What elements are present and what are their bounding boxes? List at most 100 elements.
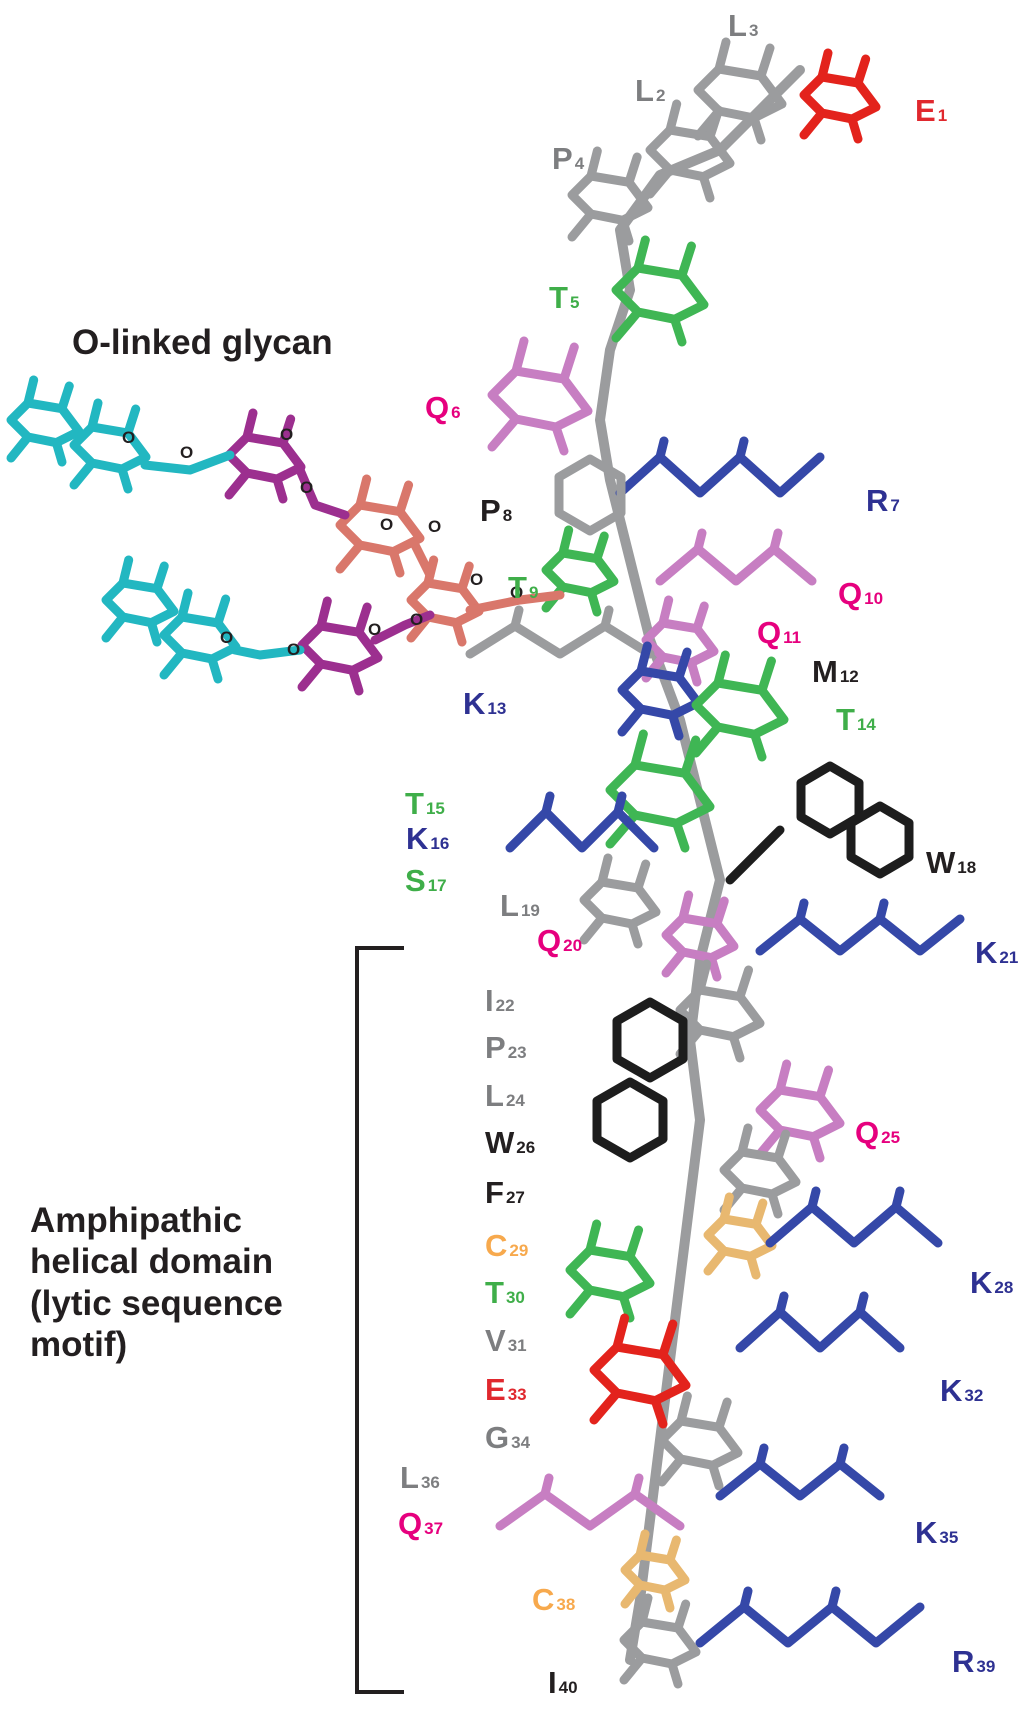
residue-e1-sticks-spike [799, 108, 827, 140]
glycan-sugar-salmon-1-spike [355, 474, 372, 510]
residue-g34-sticks-spike [676, 1391, 692, 1426]
residue-p4-sticks-spike [624, 152, 642, 187]
residue-letter: T [508, 570, 527, 605]
glycan-sugar-cyan-2a-spike [146, 618, 162, 647]
residue-number: 4 [574, 154, 585, 173]
residue-g34-sticks [657, 1416, 743, 1470]
residue-q37-sticks-branch [540, 1473, 554, 1499]
residue-number: 3 [748, 21, 759, 40]
glycan-sugar-cyan-1a-spike [23, 375, 39, 408]
glycan-link-to-peptide [465, 590, 565, 615]
residue-number: 36 [420, 1473, 440, 1492]
residue-i40-sticks-spike [637, 1593, 653, 1627]
glycan-sugar-cyan-2b-spike [159, 648, 187, 680]
residue-k13-sticks-spike [636, 641, 652, 676]
residue-w26-ring-b [592, 1077, 668, 1163]
residue-l3-sticks-spike [756, 43, 775, 81]
residue-number: 22 [495, 996, 515, 1015]
residue-number: 27 [505, 1188, 525, 1207]
residue-letter: K [975, 935, 998, 970]
residue-t5-sticks-spike [670, 314, 687, 347]
residue-q37-sticks-branch [630, 1473, 644, 1499]
glycan-link-1 [140, 450, 235, 475]
residue-w26-ring-a [612, 997, 688, 1083]
glycan-sugar-cyan-2b-spike [213, 594, 231, 628]
glycan-sugar-salmon-2-spike [457, 561, 474, 594]
domain-label-line-2: helical domain [30, 1242, 274, 1282]
residue-l24-sticks [719, 1147, 801, 1199]
residue-k28-sticks-branch [891, 1186, 905, 1212]
residue-q6-sticks [487, 366, 593, 432]
residue-c29-sticks [703, 1214, 777, 1261]
residue-k28-sticks [765, 1202, 943, 1248]
residue-l2-sticks-spike [698, 172, 715, 203]
glycan-sugar-magenta-2-spike [297, 659, 326, 692]
residue-letter: W [485, 1125, 515, 1160]
residue-letter: Q [855, 1115, 880, 1150]
residue-t14-sticks-spike [691, 722, 723, 758]
residue-l3-sticks [693, 64, 787, 123]
residue-letter: G [485, 1420, 510, 1455]
residue-c29-sticks-spike [703, 1246, 729, 1276]
glycan-sugar-salmon-1-spike [335, 540, 365, 574]
residue-letter: L [400, 1460, 419, 1495]
residue-l2-sticks-spike [645, 165, 675, 199]
residue-m12-sticks [465, 621, 655, 659]
residue-r7-sticks-branch [655, 436, 669, 462]
residue-l19-sticks-spike [579, 913, 607, 945]
residue-k16-sticks-branch [613, 791, 627, 817]
residue-number: 15 [425, 799, 445, 818]
domain-bracket [355, 946, 404, 1694]
residue-q11-sticks-spike [658, 595, 674, 628]
residue-p4-sticks-spike [586, 146, 602, 181]
residue-c38-sticks-spike [620, 1580, 645, 1609]
glycan-sugar-cyan-1b-spike [123, 404, 141, 438]
residue-k16-sticks [505, 807, 659, 853]
residue-m12-sticks-branch [510, 605, 524, 631]
residue-number: 12 [839, 667, 859, 686]
glycan-sugar-salmon-1-spike [395, 480, 414, 517]
residue-t5-sticks-spike [677, 241, 696, 280]
residue-number: 23 [507, 1043, 527, 1062]
residue-letter: F [485, 1175, 504, 1210]
residue-g34-sticks-spike [657, 1454, 686, 1487]
residue-q37-sticks [495, 1489, 685, 1531]
residue-k16-sticks-branch [541, 791, 555, 817]
residue-k21-sticks-branch [795, 898, 809, 924]
residue-letter: P [552, 141, 573, 176]
residue-letter: Q [425, 390, 450, 425]
residue-letter: P [480, 493, 501, 528]
residue-t5-sticks-spike [633, 235, 650, 273]
glycan-sugar-magenta-1-spike [242, 408, 258, 442]
residue-number: 2 [655, 86, 666, 105]
residue-number: 18 [957, 858, 977, 877]
residue-q20-sticks-spike [661, 947, 688, 978]
residue-q25-sticks-spike [755, 1125, 785, 1159]
residue-p4-sticks [567, 171, 653, 225]
residue-q11-sticks-spike [692, 601, 709, 634]
residue-l19-sticks-spike [597, 853, 613, 887]
residue-letter: L [485, 1078, 504, 1113]
residue-t9-sticks-spike [586, 588, 602, 617]
residue-q6-sticks-spike [487, 414, 521, 452]
glycan-sugar-cyan-1a-spike [57, 381, 74, 414]
residue-i22-sticks-spike [695, 959, 712, 995]
residue-i22-sticks-spike [735, 965, 754, 1002]
residue-l3-sticks-spike [714, 37, 731, 74]
residue-l19-sticks-spike [627, 919, 643, 949]
residue-letter: K [940, 1373, 963, 1408]
